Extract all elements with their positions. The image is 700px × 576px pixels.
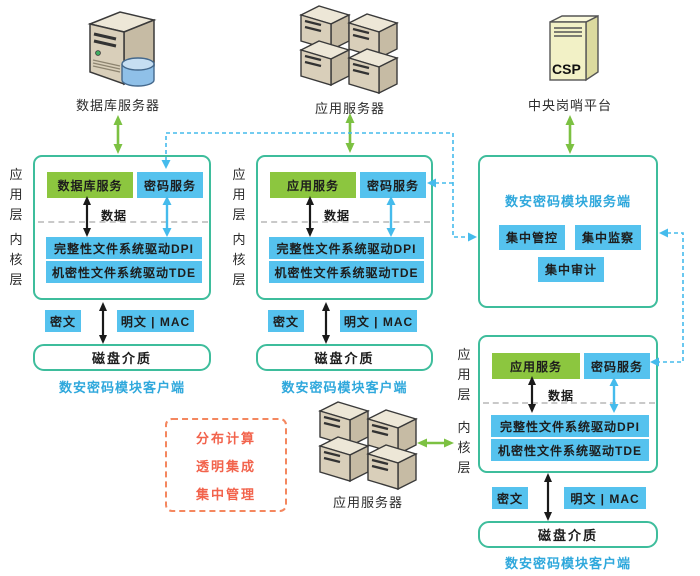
dpi-driver-chip-middle: 完整性文件系统驱动DPI — [269, 237, 424, 259]
server-box: 数安密码模块服务端 集中管控 集中监察 集中审计 — [478, 155, 658, 308]
server-box-title: 数安密码模块服务端 — [504, 194, 631, 209]
plain-mac-chip-left: 明文 | MAC — [117, 310, 194, 332]
crypto-service-chip-bottom: 密码服务 — [584, 353, 650, 379]
plain-mac-chip-middle: 明文 | MAC — [340, 310, 417, 332]
green-arrow-csp — [565, 115, 575, 154]
disk-media-bottom: 磁盘介质 — [478, 521, 658, 548]
layer-app-bottom: 应用层 — [457, 347, 471, 402]
client-caption-bottom: 数安密码模块客户端 — [504, 556, 631, 571]
cipher-chip-bottom: 密文 — [492, 487, 528, 509]
app-server-top-label: 应用服务器 — [314, 101, 385, 116]
black-arrow-left-disk — [99, 302, 107, 344]
crypto-service-chip-middle: 密码服务 — [360, 172, 426, 198]
layer-separator-bottom — [483, 402, 655, 404]
cipher-chip-left: 密文 — [45, 310, 81, 332]
dpi-driver-chip-bottom: 完整性文件系统驱动DPI — [491, 415, 649, 437]
tde-driver-chip-left: 机密性文件系统驱动TDE — [46, 261, 202, 283]
blue-arrow-middle — [386, 196, 396, 237]
dashed-link-server-to-bottom-client — [658, 232, 684, 363]
blue-arrow-left — [162, 196, 172, 237]
layer-kernel-left: 内核层 — [9, 232, 23, 287]
black-arrow-middle-disk — [322, 302, 330, 344]
dashed-link-arrowheads-a — [161, 160, 477, 242]
black-arrow-middle-data — [306, 196, 314, 237]
layer-kernel-bottom: 内核层 — [457, 420, 471, 475]
feature-box: 分布计算 透明集成 集中管理 — [165, 418, 287, 512]
cipher-chip-middle: 密文 — [268, 310, 304, 332]
tde-driver-chip-bottom: 机密性文件系统驱动TDE — [491, 439, 649, 461]
blue-arrow-bottom — [609, 377, 619, 413]
plain-mac-chip-bottom: 明文 | MAC — [564, 487, 646, 509]
disk-media-middle: 磁盘介质 — [256, 344, 433, 371]
feature-distributed: 分布计算 — [195, 430, 256, 446]
disk-media-left: 磁盘介质 — [33, 344, 211, 371]
feature-transparent: 透明集成 — [195, 458, 256, 474]
app-server-bottom-icon — [318, 401, 418, 491]
dpi-driver-chip-left: 完整性文件系统驱动DPI — [46, 237, 202, 259]
layer-kernel-middle: 内核层 — [232, 232, 246, 287]
crypto-service-chip-left: 密码服务 — [137, 172, 203, 198]
layer-separator-middle — [261, 221, 430, 223]
app-server-bottom-label: 应用服务器 — [332, 495, 403, 510]
layer-app-middle: 应用层 — [232, 167, 246, 222]
central-monitor-chip: 集中监察 — [575, 225, 641, 250]
data-label-bottom: 数据 — [548, 389, 575, 403]
client-box-bottom: 应用服务 密码服务 数据 完整性文件系统驱动DPI 机密性文件系统驱动TDE — [478, 335, 658, 473]
black-arrow-bottom-data — [528, 376, 536, 413]
database-server-icon — [87, 11, 157, 87]
layer-separator-left — [38, 221, 208, 223]
csp-tower-icon: CSP — [549, 14, 599, 82]
central-manage-chip: 集中管控 — [499, 225, 565, 250]
client-box-middle: 应用服务 密码服务 数据 完整性文件系统驱动DPI 机密性文件系统驱动TDE — [256, 155, 433, 300]
dashed-link-clients-to-server — [165, 132, 467, 238]
app-service-chip-bottom: 应用服务 — [492, 353, 580, 379]
green-arrow-db — [113, 115, 123, 154]
db-server-label: 数据库服务器 — [75, 98, 160, 113]
csp-badge-text: CSP — [552, 61, 581, 77]
client-box-left: 数据库服务 密码服务 数据 完整性文件系统驱动DPI 机密性文件系统驱动TDE — [33, 155, 211, 300]
data-label-left: 数据 — [101, 209, 128, 223]
black-arrow-left-data — [83, 196, 91, 237]
black-arrow-bottom-disk — [544, 473, 552, 521]
dashed-link-arrowheads-b — [650, 228, 668, 367]
tde-driver-chip-middle: 机密性文件系统驱动TDE — [269, 261, 424, 283]
client-caption-middle: 数安密码模块客户端 — [281, 380, 408, 395]
green-arrow-bottom-server — [417, 438, 454, 448]
csp-label: 中央岗哨平台 — [527, 98, 612, 113]
client-caption-left: 数安密码模块客户端 — [58, 380, 185, 395]
layer-app-left: 应用层 — [9, 167, 23, 222]
db-service-chip: 数据库服务 — [47, 172, 133, 198]
app-server-cluster-icon — [299, 5, 399, 95]
data-label-middle: 数据 — [324, 209, 351, 223]
app-service-chip-middle: 应用服务 — [270, 172, 356, 198]
feature-centralized: 集中管理 — [195, 486, 256, 502]
central-audit-chip: 集中审计 — [538, 257, 604, 282]
